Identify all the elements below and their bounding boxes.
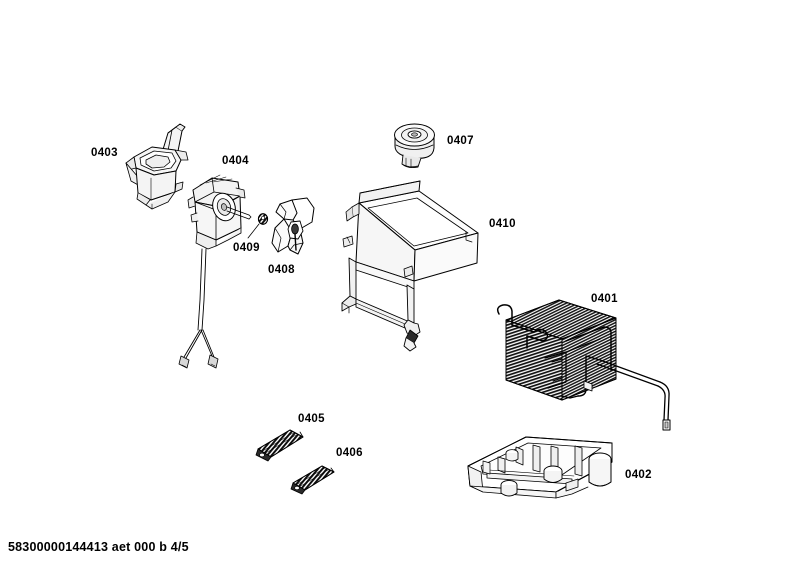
callout-label-0402: 0402: [625, 469, 652, 481]
part-0403-mounting-bracket: [125, 123, 189, 210]
callout-label-0404: 0404: [222, 155, 249, 167]
callout-label-0407: 0407: [447, 135, 474, 147]
part-0401-evaporator: [496, 299, 671, 431]
part-0405-heater-strip-long: [255, 429, 304, 462]
footer-caption: 58300000144413 aet 000 b 4/5: [8, 540, 189, 554]
callout-label-0408: 0408: [268, 264, 295, 276]
part-0402-base-pan: [467, 436, 613, 499]
part-0406-heater-strip-short: [290, 465, 335, 495]
part-0404-fan-motor: [178, 174, 252, 369]
part-0408-fan-blade: [271, 197, 315, 255]
callout-label-0410: 0410: [489, 218, 516, 230]
callout-label-0409: 0409: [233, 242, 260, 254]
part-0407-grommet: [394, 123, 435, 169]
callout-label-0406: 0406: [336, 447, 363, 459]
callout-label-0403: 0403: [91, 147, 118, 159]
part-0410-drip-tray: [341, 180, 479, 352]
callout-label-0401: 0401: [591, 293, 618, 305]
part-0409-retaining-nut: [257, 213, 269, 225]
leader-line-0409: [247, 223, 260, 239]
callout-label-0405: 0405: [298, 413, 325, 425]
